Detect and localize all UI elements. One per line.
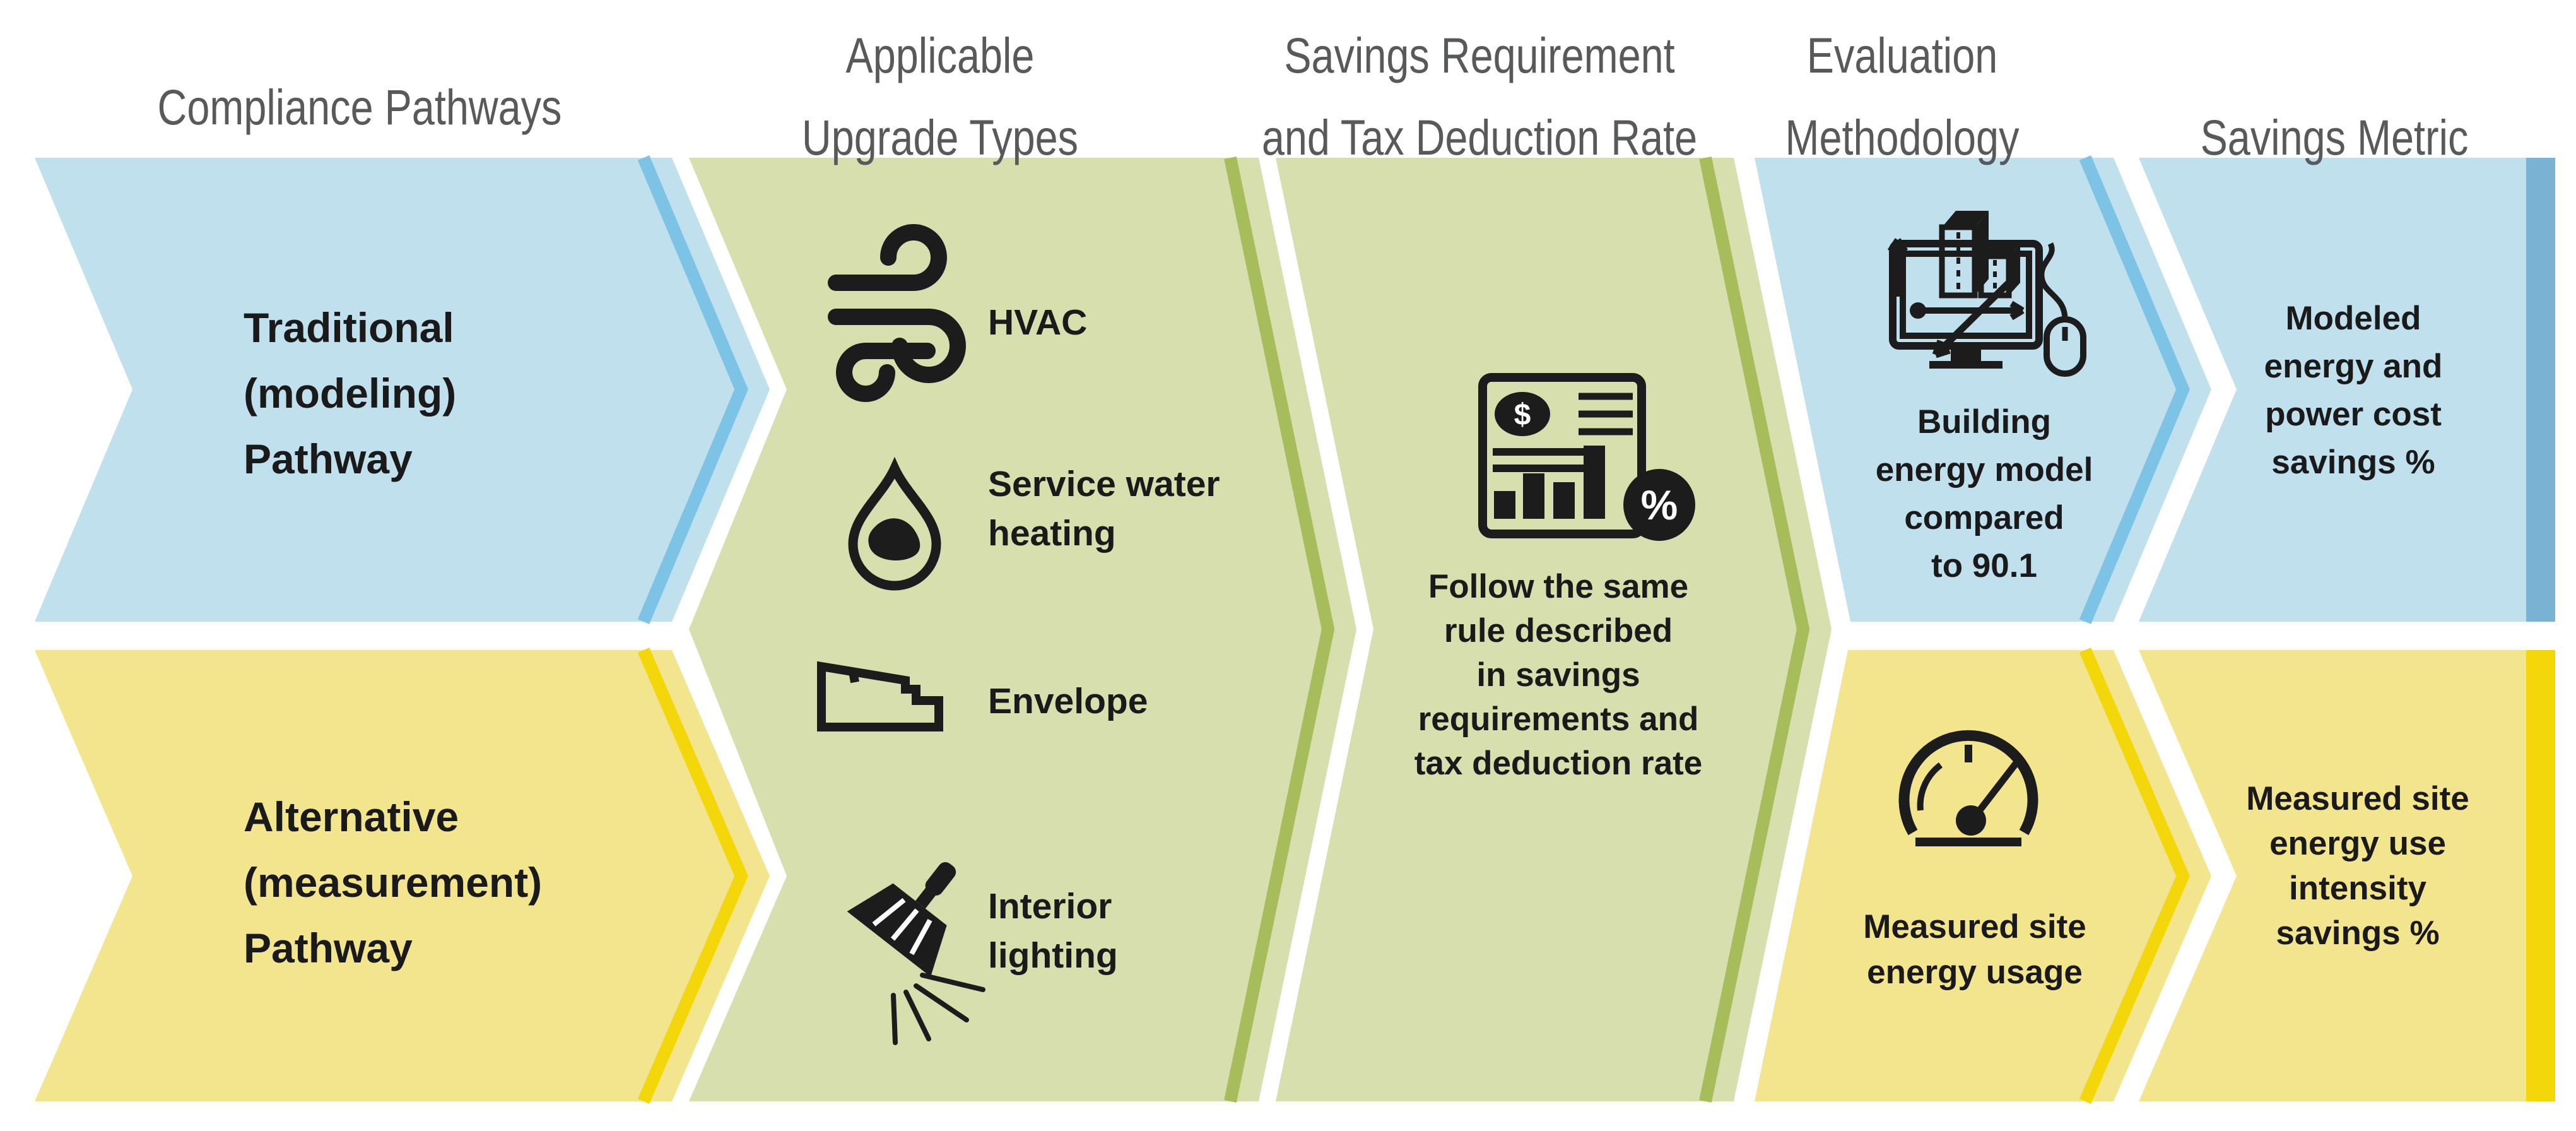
requirement-point-stripe (1699, 156, 1810, 1103)
metric-traditional-text: Modeled energy and power cost savings % (2264, 300, 2443, 481)
header-compliance-pathways: Compliance Pathways (157, 79, 562, 135)
alternative-pathway-arrow (35, 650, 770, 1101)
wind-icon (828, 224, 966, 402)
metric-alternative-text: Measured site energy use intensity savin… (2246, 780, 2469, 952)
metric-blue-edge-bar (2526, 158, 2555, 622)
metric-traditional-band (2139, 158, 2555, 622)
evaluation-traditional-text: Building energy model compared to 90.1 (1875, 403, 2093, 584)
evaluation-traditional-band (1755, 158, 2211, 622)
upgrade-label-hvac: HVAC (988, 302, 1088, 343)
upgrade-label-envelope: Envelope (988, 681, 1148, 721)
header-applicable-upgrade-types: Applicable Upgrade Types (801, 27, 1079, 165)
svg-text:$: $ (1514, 398, 1531, 432)
alternative-pathway-label: Alternative (measurement) Pathway (244, 793, 543, 971)
interior-lighting-icon (847, 862, 985, 1045)
header-savings-requirement: Savings Requirement and Tax Deduction Ra… (1261, 27, 1698, 165)
savings-requirement-text: Follow the same rule described in saving… (1414, 568, 1703, 782)
gauge-icon (1898, 730, 2038, 846)
envelope-icon (817, 661, 943, 731)
metric-alternative-band (2139, 650, 2555, 1101)
svg-text:%: % (1641, 482, 1678, 528)
upgrade-point-stripe (1224, 156, 1335, 1103)
traditional-pathway-label: Traditional (modeling) Pathway (244, 304, 457, 482)
upgrade-label-service-water-heating: Service water heating (988, 464, 1220, 554)
header-savings-metric: Savings Metric (2200, 109, 2469, 165)
traditional-point-stripe (637, 155, 748, 624)
evaluation-alternative-text: Measured site energy usage (1863, 908, 2086, 991)
traditional-pathway-arrow (35, 158, 770, 622)
alternative-point-stripe (637, 648, 748, 1104)
savings-report-icon: $ % (1478, 373, 1695, 541)
header-evaluation-methodology: Evaluation Methodology (1785, 27, 2020, 165)
upgrade-label-interior-lighting: Interior lighting (988, 886, 1118, 976)
water-heating-icon (848, 456, 941, 591)
evaluation-blue-point-stripe (2079, 155, 2190, 624)
savings-requirement-band (1276, 158, 1832, 1101)
evaluation-yellow-point-stripe (2079, 648, 2190, 1104)
metric-yellow-edge-bar (2526, 650, 2555, 1101)
energy-model-computer-icon (1887, 211, 2086, 377)
evaluation-alternative-band (1755, 650, 2211, 1101)
